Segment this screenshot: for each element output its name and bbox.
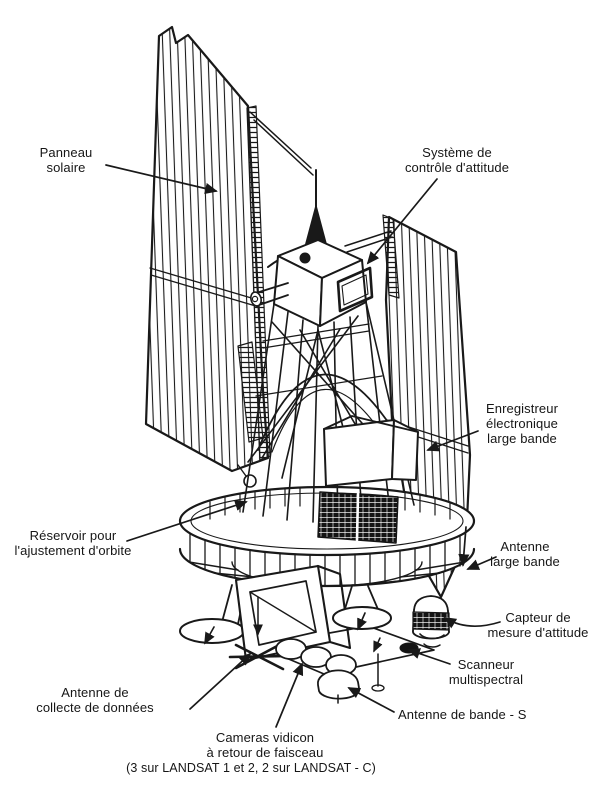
label-landsat-footnote: (3 sur LANDSAT 1 et 2, 2 sur LANDSAT - C…	[126, 761, 376, 775]
scanner-attitude-sensor	[399, 595, 450, 654]
label-scanneur: Scanneur multispectral	[448, 657, 524, 687]
leader-cameras-vidicon	[275, 662, 304, 728]
label-enregistreur: Enregistreur électronique large bande	[485, 401, 559, 446]
label-antenne-collecte: Antenne de collecte de données	[36, 685, 154, 715]
wideband-recorder-box	[323, 415, 419, 487]
label-reservoir: Réservoir pour l'ajustement d'orbite	[14, 528, 132, 558]
leader-systeme-attitude	[366, 178, 438, 265]
leader-panneau-solaire	[105, 164, 218, 194]
label-antenne-bande-s: Antenne de bande - S	[398, 707, 527, 722]
wideband-antenna-rod	[458, 526, 470, 567]
leader-antenne-large-bande	[466, 556, 497, 570]
label-panneau-solaire: Panneau solaire	[39, 145, 93, 175]
label-antenne-large-bande: Antenne large bande	[490, 539, 560, 569]
label-cameras-vidicon: Cameras vidicon à retour de faisceau	[206, 730, 324, 760]
leader-arrows	[105, 164, 501, 728]
open-frame-box	[234, 564, 352, 662]
label-capteur-attitude: Capteur de mesure d'attitude	[487, 610, 589, 640]
equipment-drum	[178, 464, 476, 588]
left-solar-panel	[144, 25, 271, 473]
side-cylinder	[255, 282, 289, 306]
leader-reservoir	[126, 500, 248, 542]
upper-equipment-box	[250, 239, 374, 327]
s-band-antenna-dome	[317, 669, 361, 700]
leader-antenne-bande-s	[347, 687, 395, 713]
leader-antenne-collecte	[189, 652, 252, 710]
vidicon-camera-lenses	[275, 638, 357, 676]
label-systeme-attitude: Système de contrôle d'attitude	[404, 145, 510, 175]
leader-enregistreur	[426, 430, 479, 452]
leader-scanneur	[407, 648, 451, 665]
attitude-control-window	[336, 266, 374, 313]
underside-instruments	[179, 526, 470, 704]
leader-capteur	[443, 617, 501, 629]
small-loop-antenna	[243, 474, 257, 488]
